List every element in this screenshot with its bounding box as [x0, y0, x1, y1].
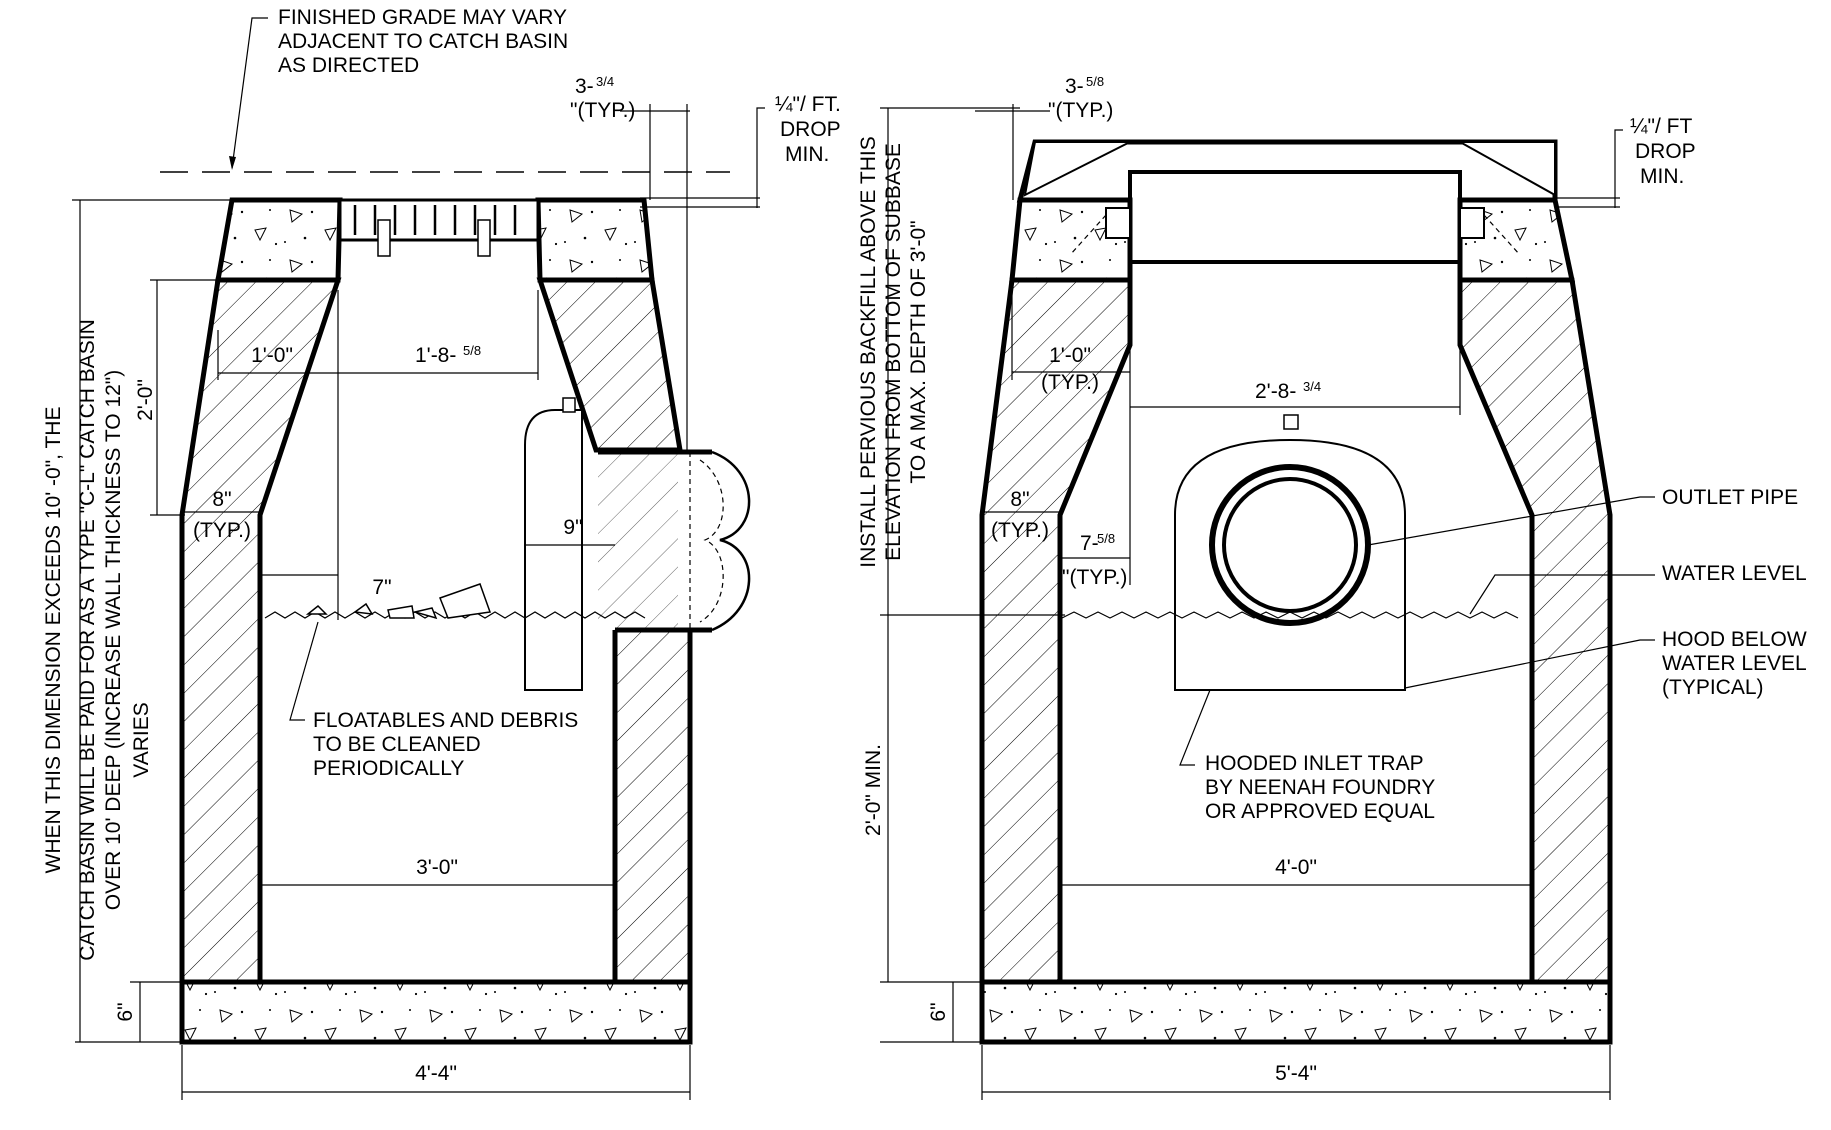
debris-note-line-1: FLOATABLES AND DEBRIS — [313, 709, 578, 732]
drop-note-line-3: MIN. — [1640, 165, 1684, 188]
outlet-pipe-leader — [1367, 496, 1655, 546]
drop-note-line-1: ¼"/ FT — [1630, 115, 1692, 138]
wall-top-dim: 1'-0" — [251, 344, 293, 367]
water-level-leader — [1469, 574, 1655, 615]
drop-bracket — [756, 107, 765, 208]
inner-dim-fraction: 5/8 — [1097, 531, 1115, 546]
grate-bars — [353, 205, 517, 257]
backfill-note-line-1: INSTALL PERVIOUS BACKFILL ABOVE THIS — [857, 136, 880, 567]
frame-wedge-right — [1456, 141, 1556, 197]
opening-dim-whole: 1'-8- — [415, 344, 456, 367]
inlet-hood — [524, 397, 583, 691]
top-offset-dim-whole: 3- — [575, 75, 594, 98]
opening-dim-fraction: 5/8 — [463, 343, 481, 358]
backfill-note-line-3: TO A MAX. DEPTH OF 3'-0" — [907, 220, 930, 483]
frame-seat-left — [1105, 207, 1131, 239]
trap-note-line-3: OR APPROVED EQUAL — [1205, 800, 1435, 823]
top-offset-dim-fraction: 5/8 — [1086, 74, 1104, 89]
grade-note-line-1: FINISHED GRADE MAY VARY — [278, 6, 567, 29]
right-section-view: 3- 5/8 "(TYP.) ¼"/ FT DROP MIN. — [857, 74, 1807, 1100]
base-slab — [979, 979, 1613, 1045]
offset-dim: 7" — [372, 576, 391, 599]
right-wall-lower — [612, 627, 693, 985]
outlet-pipe-inner — [1222, 477, 1358, 613]
outside-width-dim: 5'-4" — [1275, 1062, 1317, 1085]
opening-dim-fraction: 3/4 — [1303, 379, 1321, 394]
hood-label-line-3: (TYPICAL) — [1662, 676, 1764, 699]
outlet-pipe — [598, 449, 751, 633]
right-wall — [1457, 277, 1613, 985]
top-offset-dim-typ: "(TYP.) — [570, 99, 635, 122]
opening-dim-whole: 2'-8- — [1255, 380, 1296, 403]
grate — [338, 198, 540, 242]
drop-note-line-2: DROP — [1635, 140, 1696, 163]
depth-note-line-1: WHEN THIS DIMENSION EXCEEDS 10' -0", THE — [42, 407, 65, 874]
grade-note-arrow — [229, 156, 236, 170]
frame-inner-box — [1128, 170, 1462, 264]
wall-thickness-dim: 8" — [212, 488, 231, 511]
frame-seat-right — [1459, 207, 1485, 239]
wall-thickness-typ: (TYP.) — [193, 519, 251, 542]
water-level-label: WATER LEVEL — [1662, 562, 1807, 585]
depth-min-dim: 2'-0" MIN. — [862, 744, 885, 836]
drop-note-line-2: DROP — [780, 118, 841, 141]
depth-note-line-2: CATCH BASIN WILL BE PAID FOR AS A TYPE "… — [76, 319, 99, 961]
drop-note-line-1: ¼"/ FT. — [775, 93, 841, 116]
top-offset-dim-fraction: 3/4 — [596, 74, 614, 89]
cone-height-dim: 2'-0" — [134, 379, 157, 421]
hood-dim: 9" — [563, 516, 582, 539]
left-wall — [179, 277, 342, 985]
trap-note-line-2: BY NEENAH FOUNDRY — [1205, 776, 1435, 799]
frame-wedge-left — [1023, 141, 1131, 197]
inside-width-dim: 3'-0" — [416, 856, 458, 879]
slab-thickness-dim: 6" — [114, 1002, 137, 1021]
grade-note-line-3: AS DIRECTED — [278, 54, 419, 77]
top-offset-dim-typ: "(TYP.) — [1048, 99, 1113, 122]
backfill-note-line-2: ELEVATION FROM BOTTOM OF SUBBASE — [882, 143, 905, 561]
base-slab — [179, 979, 693, 1045]
wall-thickness-typ: (TYP.) — [991, 519, 1049, 542]
left-section-view: FINISHED GRADE MAY VARY ADJACENT TO CATC… — [42, 6, 841, 1100]
frame-right — [535, 197, 655, 283]
drop-note-line-3: MIN. — [785, 143, 829, 166]
depth-note-line-3: OVER 10' DEEP (INCREASE WALL THICKNESS T… — [102, 370, 125, 911]
hood-label-line-2: WATER LEVEL — [1662, 652, 1807, 675]
inside-width-dim: 4'-0" — [1275, 856, 1317, 879]
frame-left — [215, 197, 343, 283]
debris-note-leader — [289, 621, 319, 721]
water-level-line — [1061, 611, 1519, 619]
trap-note-line-1: HOODED INLET TRAP — [1205, 752, 1424, 775]
slab-thickness-dim: 6" — [927, 1002, 950, 1021]
debris-note-line-2: TO BE CLEANED — [313, 733, 481, 756]
drop-bracket — [1614, 129, 1623, 208]
top-offset-dim-whole: 3- — [1065, 75, 1084, 98]
outlet-pipe-label: OUTLET PIPE — [1662, 486, 1798, 509]
hood-label-line-1: HOOD BELOW — [1662, 628, 1807, 651]
inner-dim-typ: "(TYP.) — [1062, 566, 1127, 589]
depth-note-varies: VARIES — [130, 702, 153, 777]
left-wall — [979, 277, 1133, 985]
grade-note-line-2: ADJACENT TO CATCH BASIN — [278, 30, 568, 53]
hood-leader — [1404, 639, 1655, 689]
wall-top-dim: 1'-0" — [1049, 344, 1091, 367]
inner-dim-whole: 7- — [1080, 532, 1099, 555]
trap-note-leader — [1179, 689, 1211, 766]
wall-top-typ: (TYP.) — [1041, 371, 1099, 394]
grade-note-leader — [231, 17, 268, 169]
outside-width-dim: 4'-4" — [415, 1062, 457, 1085]
floating-debris — [305, 583, 492, 620]
hood-vent — [1283, 414, 1299, 430]
wall-thickness-dim: 8" — [1010, 488, 1029, 511]
debris-note-line-3: PERIODICALLY — [313, 757, 464, 780]
